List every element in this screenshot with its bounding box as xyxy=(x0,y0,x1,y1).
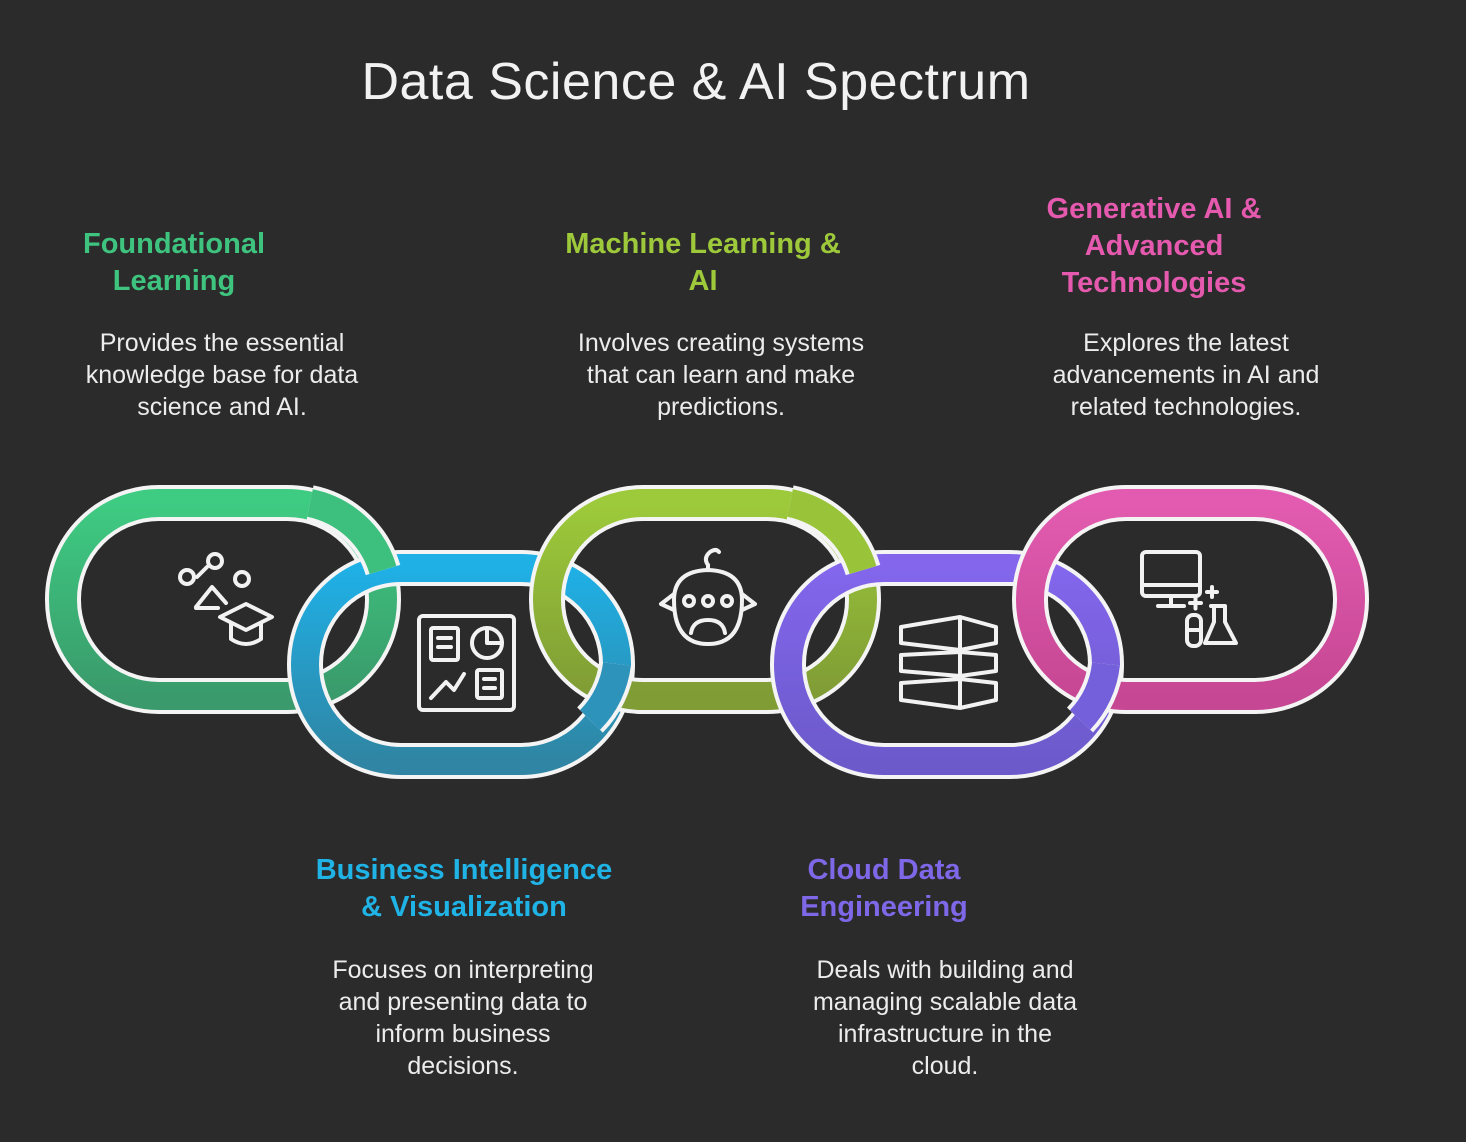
stage-description-business-intelligence: Focuses on interpreting and presenting d… xyxy=(332,956,594,1080)
chain-link-generative-ai xyxy=(1012,485,1369,714)
stage-heading-machine-learning: Machine Learning & AI xyxy=(565,228,841,297)
learning-graduation-cap-icon xyxy=(178,552,274,646)
page-title: Data Science & AI Spectrum xyxy=(361,53,1031,111)
stage-heading-foundational-learning: Foundational Learning xyxy=(82,228,266,297)
stage-description-foundational-learning: Provides the essential knowledge base fo… xyxy=(85,329,359,421)
chain-link-machine-learning xyxy=(529,485,881,714)
stage-heading-business-intelligence: Business Intelligence & Visualization xyxy=(315,854,613,923)
chain-link-foundational-learning xyxy=(45,485,401,714)
robot-head-icon xyxy=(659,548,757,646)
stage-description-generative-ai: Explores the latest advancements in AI a… xyxy=(1052,329,1320,421)
stage-description-machine-learning: Involves creating systems that can learn… xyxy=(577,329,865,421)
chain-weave-blue-over-lime xyxy=(576,661,635,733)
stage-heading-cloud-data-engineering: Cloud Data Engineering xyxy=(800,854,968,923)
monitor-lab-flask-icon xyxy=(1140,550,1238,648)
server-stack-icon xyxy=(899,615,998,710)
stage-description-cloud-data-engineering: Deals with building and managing scalabl… xyxy=(812,956,1078,1080)
chain-weave-lime-over-purple xyxy=(785,485,881,576)
stage-heading-generative-ai: Generative AI & Advanced Technologies xyxy=(1046,193,1262,299)
chain-weave-purple-over-pink xyxy=(1066,661,1124,733)
chain-weave-green-over-blue xyxy=(305,485,401,576)
dashboard-charts-icon xyxy=(417,614,516,712)
